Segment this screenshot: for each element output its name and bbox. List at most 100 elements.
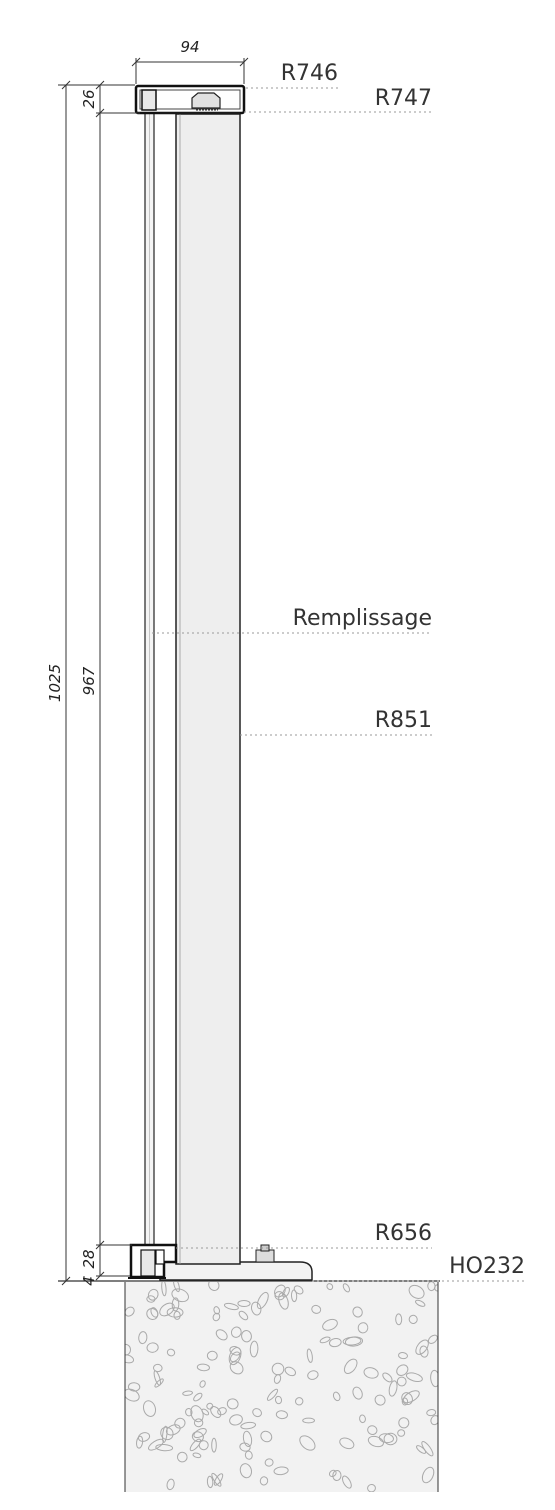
concrete-pebble	[185, 1408, 193, 1417]
concrete-pebble	[359, 1414, 366, 1424]
concrete-pebble	[339, 1437, 355, 1450]
concrete-pebble	[206, 1475, 214, 1489]
concrete-pebble	[311, 1304, 322, 1314]
concrete-pebble	[274, 1284, 286, 1298]
concrete-pebble	[191, 1431, 204, 1443]
concrete-pebble	[193, 1418, 204, 1428]
concrete-pebble	[150, 1307, 159, 1318]
dimension-lines	[58, 57, 249, 1286]
label-top-rail: R747	[375, 86, 432, 111]
concrete-pebble	[357, 1322, 369, 1334]
concrete-pebble	[125, 1306, 135, 1317]
label-post: R851	[375, 708, 432, 733]
infill-panel	[144, 91, 155, 1265]
concrete-pebble	[173, 1310, 181, 1320]
concrete-pebble	[223, 1302, 239, 1311]
concrete-pebble	[398, 1417, 410, 1429]
base-plate	[159, 1244, 313, 1281]
concrete-pebble	[189, 1438, 202, 1452]
concrete-pebble	[171, 1288, 189, 1303]
concrete-pebble	[415, 1299, 426, 1307]
concrete-pebble	[290, 1289, 298, 1303]
concrete-pebble	[210, 1406, 222, 1418]
concrete-pebble	[307, 1370, 319, 1380]
concrete-pebble	[146, 1307, 159, 1321]
concrete-pebble	[206, 1350, 218, 1361]
concrete-pebble	[426, 1409, 437, 1417]
concrete-pebble	[125, 1388, 140, 1402]
concrete-pebble	[401, 1397, 409, 1406]
concrete-pebble	[332, 1391, 341, 1402]
concrete-pebble	[146, 1295, 156, 1303]
concrete-pebble	[212, 1312, 221, 1322]
concrete-pebble	[125, 1354, 135, 1364]
concrete-pebble	[343, 1358, 358, 1374]
concrete-pebble	[405, 1372, 423, 1382]
concrete-pebble	[401, 1392, 413, 1406]
concrete-pebble	[271, 1362, 285, 1376]
concrete-pebble	[153, 1363, 163, 1373]
concrete-pebble	[430, 1369, 438, 1388]
concrete-pebble	[215, 1329, 228, 1341]
concrete-pebble	[252, 1408, 262, 1418]
concrete-pebble	[328, 1338, 342, 1348]
concrete-pebble	[382, 1372, 393, 1383]
concrete-pebble	[352, 1386, 363, 1400]
concrete-pebble	[174, 1417, 186, 1429]
concrete-pebble	[173, 1282, 180, 1293]
concrete-pebble	[138, 1331, 148, 1345]
concrete-pebble	[259, 1476, 269, 1486]
concrete-pebble	[193, 1392, 203, 1402]
concrete-pebble	[242, 1430, 253, 1448]
concrete-pebble	[367, 1425, 378, 1435]
concrete-pebble	[146, 1342, 159, 1353]
concrete-pebble	[274, 1395, 283, 1405]
concrete-pebble	[408, 1314, 418, 1324]
concrete-pebble	[264, 1458, 274, 1467]
concrete-pebble	[395, 1313, 403, 1326]
concrete-pebble	[273, 1466, 289, 1476]
concrete-pebble	[342, 1283, 351, 1293]
concrete-pebble	[136, 1435, 144, 1449]
dim-total-height: 1025	[46, 664, 64, 702]
concrete-pebble	[367, 1435, 384, 1448]
concrete-pebble	[341, 1475, 352, 1489]
concrete-pebble	[260, 1430, 273, 1443]
concrete-pebble	[278, 1292, 289, 1310]
concrete-pebble	[201, 1408, 210, 1416]
concrete-pebble	[238, 1310, 249, 1321]
concrete-pebble	[398, 1352, 408, 1360]
concrete-pebble	[182, 1390, 193, 1396]
concrete-pebble	[342, 1336, 362, 1346]
concrete-pebble	[213, 1473, 224, 1486]
concrete-pebble	[155, 1443, 174, 1452]
concrete-pebble	[332, 1470, 342, 1481]
concrete-slab	[124, 1282, 439, 1492]
top-rail	[134, 84, 246, 115]
concrete-pebble	[239, 1442, 251, 1452]
dim-panel-height: 967	[80, 666, 98, 695]
concrete-pebble	[230, 1326, 242, 1338]
concrete-pebble	[374, 1394, 386, 1406]
concrete-pebble	[137, 1432, 151, 1442]
concrete-pebble	[416, 1445, 427, 1454]
label-top-cap: R746	[281, 61, 338, 86]
concrete-pebble	[142, 1400, 157, 1417]
concrete-pebble	[192, 1452, 202, 1459]
concrete-pebble	[419, 1345, 429, 1358]
concrete-pebble	[229, 1361, 244, 1375]
concrete-pebble	[127, 1382, 141, 1392]
concrete-pebble	[196, 1363, 210, 1372]
concrete-pebble	[282, 1286, 290, 1298]
concrete-pebble	[319, 1336, 331, 1344]
concrete-pebble	[199, 1380, 206, 1388]
concrete-pebble	[415, 1339, 429, 1355]
concrete-pebble	[166, 1478, 175, 1491]
concrete-pebble	[161, 1282, 167, 1297]
dim-top-rail-height: 26	[80, 89, 98, 108]
concrete-pebble	[396, 1376, 407, 1387]
concrete-pebble	[217, 1407, 227, 1416]
concrete-pebble	[363, 1367, 379, 1379]
label-infill: Remplissage	[293, 606, 432, 631]
